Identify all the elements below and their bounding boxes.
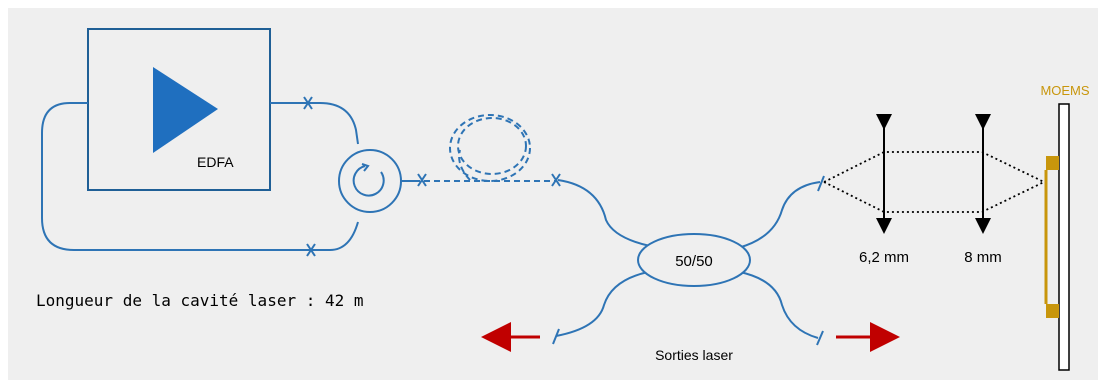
fiber-ends [552,175,825,346]
cavity-length-text: Longueur de la cavité laser : 42 m [36,291,364,310]
edfa-label: EDFA [197,154,234,170]
fiber-end-icon [817,175,825,192]
moems-mirror [1058,103,1070,371]
circulator [338,149,402,213]
coupler-fibers [555,179,821,339]
cavity-fiber-loop [41,102,359,251]
outputs-label: Sorties laser [655,347,733,363]
splice-icon [417,173,427,187]
fiber-spool [424,114,556,182]
coupler-label: 50/50 [675,253,713,270]
fiber-end-icon [552,328,560,345]
optical-beam [823,151,1045,213]
coupler-50-50: 50/50 [637,233,751,287]
lens-1-label: 6,2 mm [859,249,909,266]
lens-1: 6,2 mm [859,114,909,266]
background-panel [8,8,1098,380]
amplifier-triangle-icon [153,67,218,153]
lens-2-label: 8 mm [964,249,1002,266]
edfa-box [87,28,271,191]
splice-icon [303,96,313,110]
edfa-amplifier: EDFA [87,28,271,191]
circulator-arrow-icon [352,165,385,197]
lens-2: 8 mm [964,114,1002,266]
moems-label: MOEMS [1040,83,1089,98]
fiber-end-icon [816,330,824,346]
moems-device: MOEMS [1040,83,1090,371]
splice-icon [306,243,316,257]
